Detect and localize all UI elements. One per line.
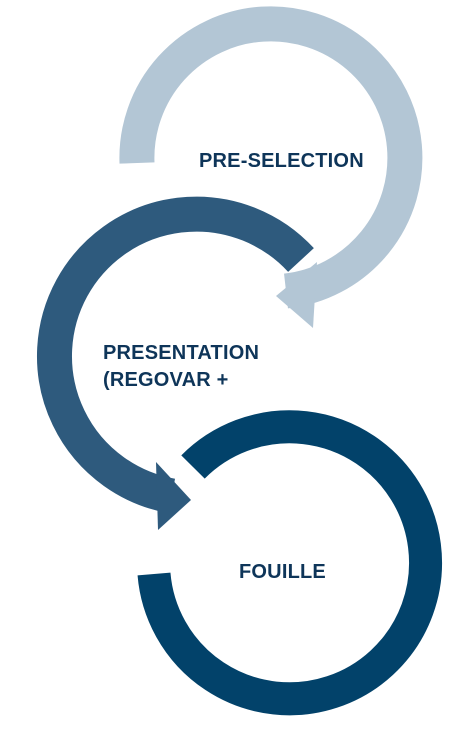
step-1-arrowhead — [276, 262, 317, 328]
step-3-cycle-ring — [137, 410, 443, 716]
step-2-label-line: (REGOVAR + — [103, 369, 229, 391]
step-2-arc — [37, 196, 314, 514]
step-1-arc — [119, 6, 423, 309]
step-2-cycle-arrow — [37, 196, 314, 530]
step-2-label: PRESENTATION (REGOVAR + — [103, 340, 259, 394]
step-3-arc — [137, 410, 443, 716]
step-2-label-line: PRESENTATION — [103, 342, 260, 364]
step-3-label: FOUILLE — [239, 559, 326, 586]
step-1-cycle-arrow — [119, 6, 423, 328]
step-1-label-line: PRE-SELECTION — [199, 150, 364, 172]
step-2-arrowhead — [156, 462, 191, 530]
step-3-label-line: FOUILLE — [239, 561, 326, 583]
step-1-label: PRE-SELECTION — [199, 148, 364, 175]
